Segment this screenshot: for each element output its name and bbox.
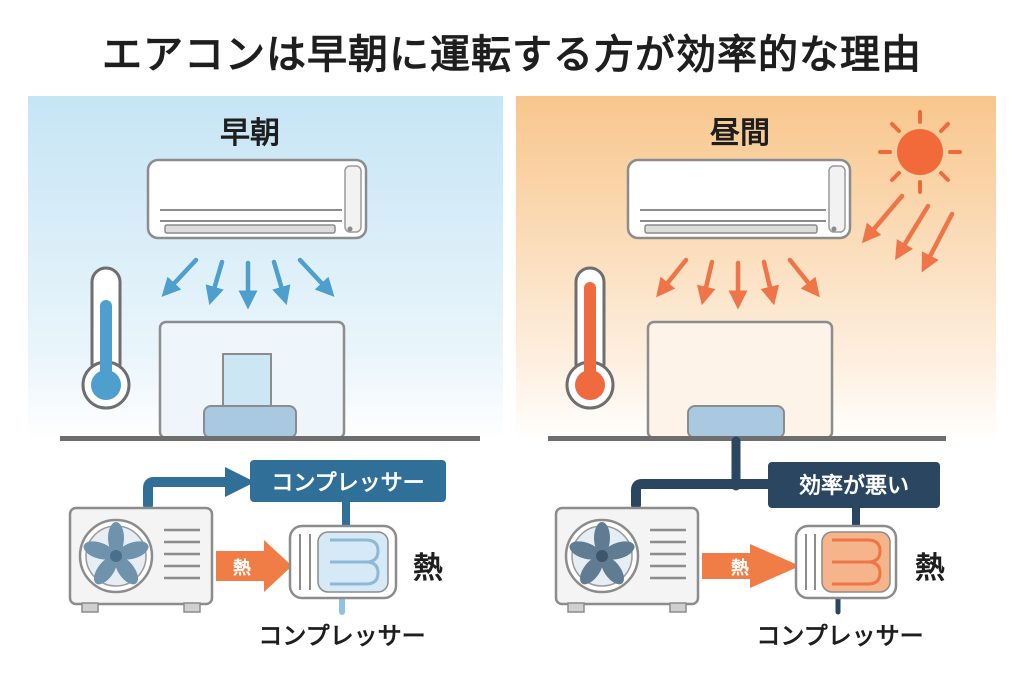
- outdoor-unit-right: [554, 506, 700, 613]
- compressor-coil-right: [794, 524, 898, 600]
- warm-air-arrows: [656, 257, 820, 310]
- thermometer-hot-icon: [565, 266, 615, 410]
- floor-line-right: [548, 436, 946, 441]
- compressor-tag-left: コンプレッサー: [250, 460, 446, 502]
- thermometer-cold-icon: [81, 266, 131, 410]
- heat-arrow-label-left: 熱: [233, 557, 251, 579]
- compressor-label-left: コンプレッサー: [258, 622, 425, 650]
- indoor-ac-unit-right: [626, 158, 852, 240]
- compressor-coil-left: [288, 524, 398, 600]
- panel-heading-right: 昼間: [710, 116, 770, 151]
- room-outline-right: [646, 320, 834, 440]
- page-title: エアコンは早朝に運転する方が効率的な理由: [102, 32, 922, 78]
- room-outline-left: [158, 320, 346, 440]
- panel-early-morning: 早朝: [28, 96, 503, 650]
- sunlight-arrows: [861, 193, 955, 273]
- heat-label-left: 熱: [413, 551, 443, 586]
- cool-air-arrows: [161, 257, 335, 310]
- heat-label-right: 熱: [915, 551, 945, 586]
- panel-daytime: 昼間: [516, 96, 996, 650]
- compressor-label-right: コンプレッサー: [756, 622, 923, 650]
- outdoor-unit-left: [68, 506, 214, 613]
- inefficient-tag: 効率が悪い: [768, 462, 940, 508]
- inefficient-tag-label: 効率が悪い: [799, 473, 909, 499]
- panel-heading-left: 早朝: [220, 116, 280, 151]
- heat-arrow-label-right: 熱: [731, 557, 749, 579]
- heat-arrow-left: 熱: [216, 540, 292, 592]
- compressor-tag-label-left: コンプレッサー: [271, 471, 424, 496]
- sun-icon: [878, 110, 962, 194]
- refrigerant-pipes-left: [143, 467, 350, 615]
- heat-arrow-right: 熱: [702, 544, 800, 588]
- indoor-ac-unit-left: [146, 158, 368, 240]
- floor-line-left: [60, 436, 480, 441]
